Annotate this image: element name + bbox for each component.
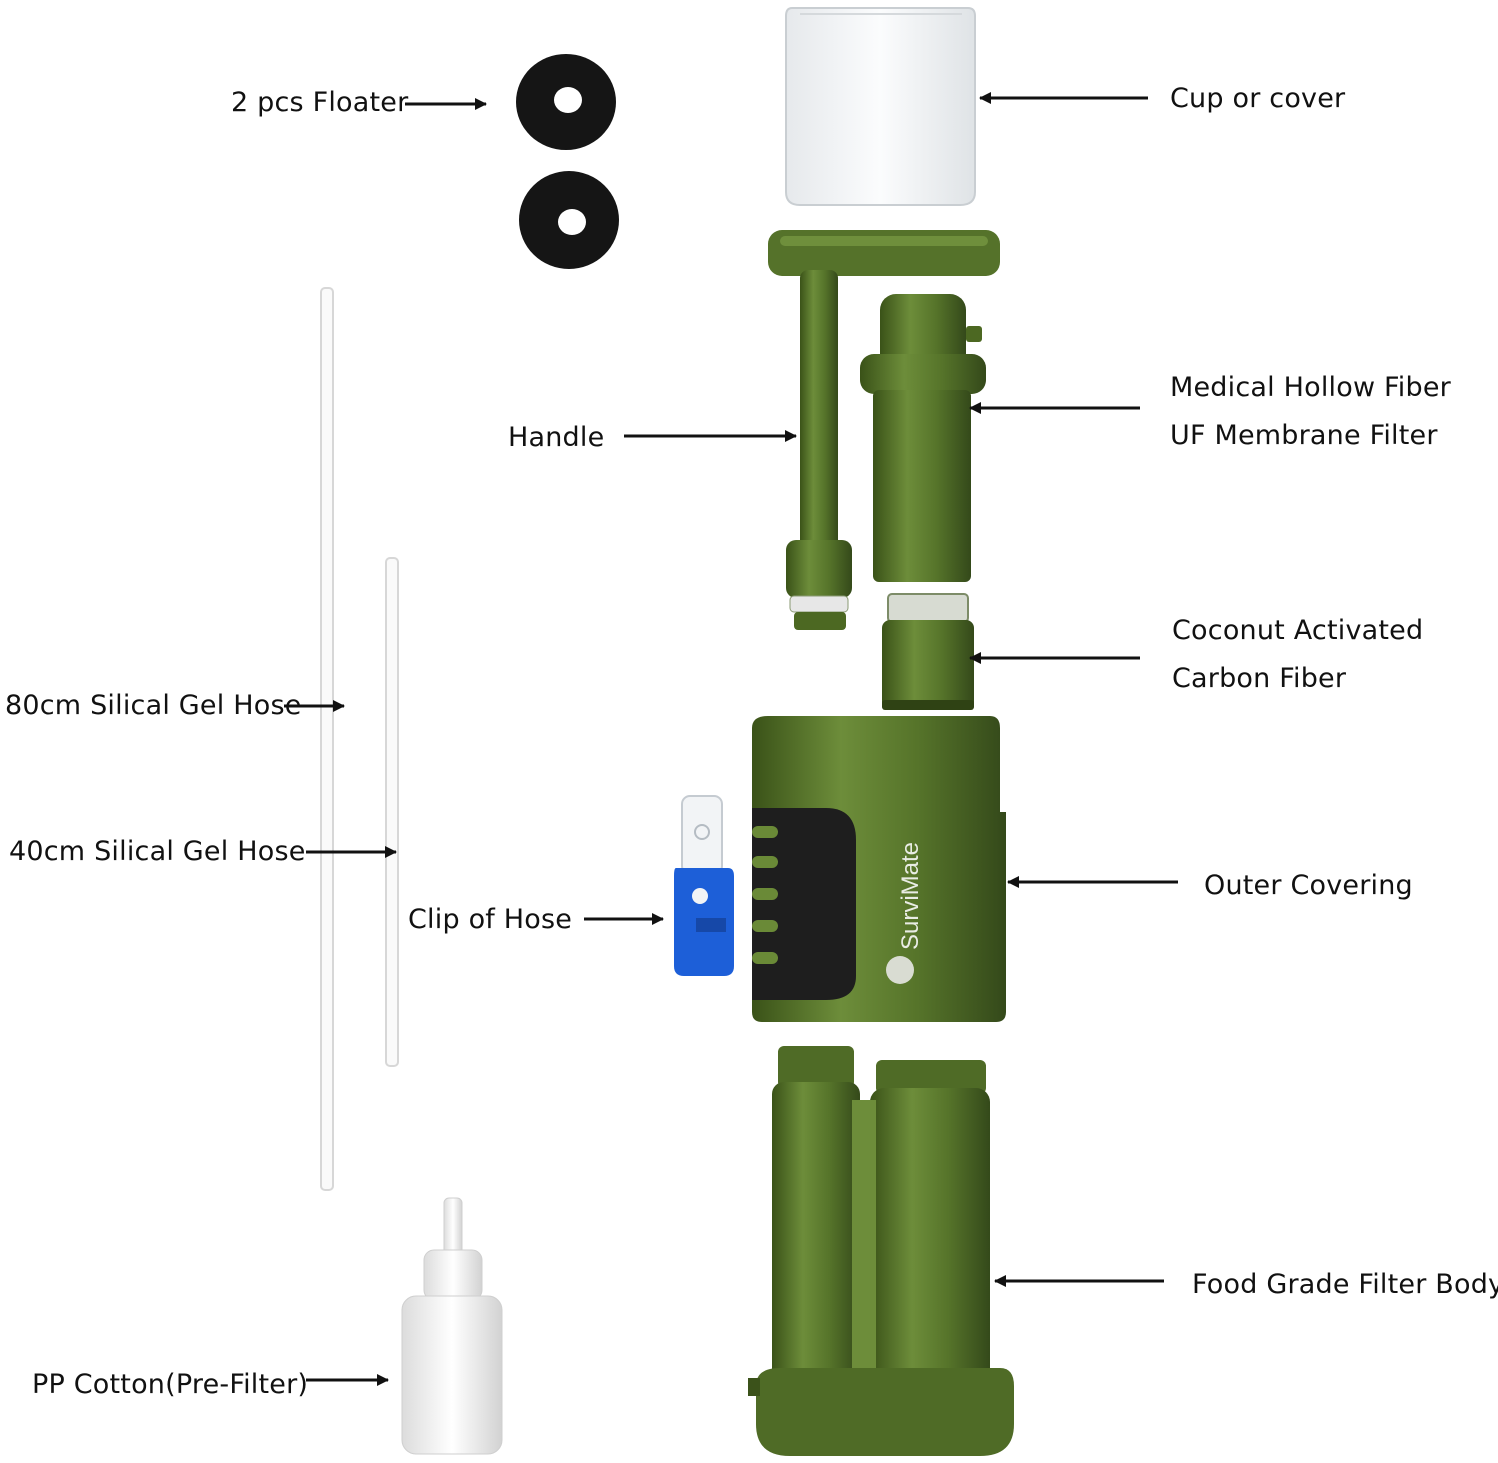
label-outer: Outer Covering [1204, 870, 1413, 901]
label-membrane-line2: UF Membrane Filter [1170, 420, 1438, 451]
handle-part [768, 230, 1000, 630]
carbon-fiber-part [882, 593, 974, 710]
label-body: Food Grade Filter Body [1192, 1269, 1498, 1300]
hose-clip-part [674, 795, 734, 976]
label-prefilter: PP Cotton(Pre-Filter) [32, 1369, 309, 1400]
outer-covering-part: SurviMate [752, 716, 1006, 1022]
membrane-filter-part [860, 294, 986, 582]
label-hose80: 80cm Silical Gel Hose [5, 690, 302, 721]
brand-logo: SurviMate [897, 842, 924, 950]
cup-cover [785, 7, 976, 206]
hose-40cm [385, 557, 399, 1067]
floater-rings [516, 54, 619, 269]
callout-arrows [284, 92, 1178, 1386]
prefilter-part [401, 1197, 503, 1455]
label-cup: Cup or cover [1170, 83, 1346, 114]
hose-80cm [320, 287, 334, 1191]
label-membrane-line1: Medical Hollow Fiber [1170, 372, 1451, 403]
label-floater: 2 pcs Floater [231, 87, 409, 118]
label-carbon-line1: Coconut Activated [1172, 615, 1424, 646]
label-carbon-line2: Carbon Fiber [1172, 663, 1347, 694]
label-clip: Clip of Hose [408, 904, 573, 935]
filter-body-part [748, 1046, 1014, 1456]
label-hose40: 40cm Silical Gel Hose [9, 836, 306, 867]
label-handle: Handle [508, 422, 605, 453]
